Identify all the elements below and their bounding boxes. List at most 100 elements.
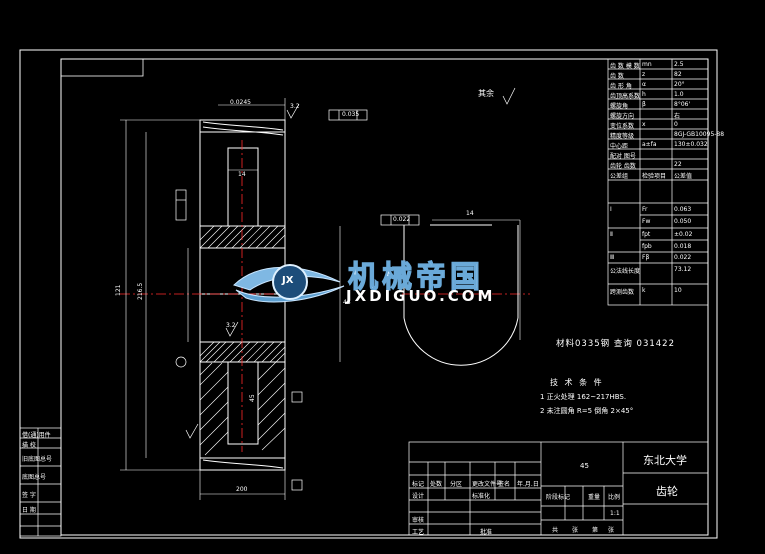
param-sym: α	[642, 81, 646, 88]
tb-label: 年.月.日	[517, 481, 539, 488]
param-val: 20°	[674, 81, 685, 88]
param-val: 1.0	[674, 91, 684, 98]
hatch	[199, 225, 286, 456]
tb-label: 设计	[412, 493, 425, 500]
param-label: 齿顶高系数	[610, 93, 641, 100]
param-label: 中心距	[610, 143, 629, 150]
param-val: 10	[674, 287, 682, 294]
tech-notes-title: 技 术 条 件	[550, 378, 604, 387]
material-line: 材料0335钢 查询 031422	[556, 339, 675, 349]
dim-mid-1: 43	[343, 299, 351, 306]
param-val: 2.5	[674, 61, 684, 68]
param-sym: Fβ	[642, 254, 650, 261]
param-label: 公法线长度	[610, 268, 641, 275]
tech-note-2: 2 未注圆角 R=5 倒角 2×45°	[540, 407, 634, 415]
tb-label: 张	[608, 527, 615, 534]
left-strip-item: 底图总号	[22, 474, 47, 481]
dimension-lines	[120, 98, 521, 500]
param-label: 精度等级	[610, 133, 635, 140]
param-label: 螺旋角	[610, 103, 629, 110]
tb-label: 签名	[498, 481, 511, 488]
param-sym: mn	[642, 61, 652, 68]
param-sym: Fw	[642, 218, 651, 225]
param-sym: a±fa	[642, 141, 657, 148]
dim-bottom-width: 200	[236, 486, 248, 493]
param-sym: z	[642, 71, 646, 78]
param-val: 0	[674, 121, 678, 128]
tb-label: 工艺	[412, 529, 425, 536]
roughness-label-2: 3.2	[226, 322, 236, 329]
param-sym: fpt	[642, 231, 651, 238]
param-val: 22	[674, 161, 682, 168]
param-label: 齿 形 角	[610, 83, 632, 90]
gdt-value-2: 0.022	[393, 216, 411, 223]
part-name: 齿轮	[656, 485, 678, 498]
title-block-grid	[408, 441, 709, 536]
param-val: 0.050	[674, 218, 692, 225]
param-label: Ⅱ	[610, 231, 613, 238]
param-val: 右	[674, 113, 681, 120]
tb-label: 比例	[608, 494, 621, 501]
tb-label: 处数	[430, 481, 443, 488]
watermark-logo	[233, 264, 345, 303]
tb-label: 第	[592, 527, 599, 534]
left-strip-item: 描 校	[22, 442, 36, 449]
param-val: 8°06'	[674, 101, 691, 108]
param-label: 螺旋方向	[610, 113, 635, 120]
roughness-symbols	[175, 87, 516, 439]
tb-scale: 1:1	[610, 510, 620, 517]
param-sym: h	[642, 91, 646, 98]
dim-top-tol: 0.0245	[230, 99, 251, 106]
param-label: 齿轮 齿数	[610, 163, 636, 170]
dim-small-right: 14	[466, 210, 474, 217]
param-val: 0.022	[674, 254, 692, 261]
left-strip-item: 日 期	[22, 507, 36, 514]
param-label: 变位系数	[610, 123, 635, 130]
param-sym: 检验项目	[642, 173, 667, 180]
dim-left-2: 216.5	[137, 282, 144, 300]
watermark-main: 机械帝国	[347, 259, 484, 295]
tb-label: 张	[572, 527, 579, 534]
tb-label: 标记	[412, 481, 425, 488]
tb-label: 批准	[480, 529, 493, 536]
left-strip-item: 签 字	[22, 492, 36, 499]
param-label: 公差组	[610, 173, 629, 180]
left-strip	[19, 427, 62, 537]
param-val: 0.063	[674, 206, 692, 213]
param-val: 8GJ-GB10095-88	[674, 131, 725, 138]
tb-label: 共	[552, 527, 559, 534]
tb-label: 更改文件号	[472, 481, 503, 488]
hub-circle-view	[403, 224, 519, 366]
param-val: 130±0.032	[674, 141, 708, 148]
param-label: 齿 数	[610, 73, 624, 80]
watermark-sub: JXDIGUO.COM	[346, 287, 496, 305]
rest-roughness-mark: 其余	[478, 89, 494, 98]
param-label: 齿 数 模 数	[610, 63, 640, 70]
tech-note-1: 1 正火处理 162~217HBS.	[540, 393, 627, 401]
tb-label: 重量	[588, 494, 601, 501]
center-lines	[120, 140, 530, 452]
param-label: 配对 图号	[610, 153, 636, 160]
param-val: 0.018	[674, 243, 692, 250]
tb-center-mark: 45	[580, 462, 589, 470]
param-val: 公差值	[674, 173, 693, 180]
dim-left-1: 121	[115, 284, 122, 296]
param-val: 73.12	[674, 266, 692, 273]
dim-hub-width: 45	[249, 394, 256, 402]
tb-label: 分区	[450, 481, 463, 488]
gdt-frames	[175, 109, 420, 491]
gdt-value-1: 0.035	[342, 111, 360, 118]
tb-label: 标准化	[472, 493, 491, 500]
param-val: 82	[674, 71, 682, 78]
left-strip-item: 借(通)用件	[22, 432, 51, 439]
param-sym: Fr	[642, 206, 648, 213]
param-table-grid	[607, 58, 709, 306]
left-strip-item: 旧底图总号	[22, 456, 53, 463]
param-sym: x	[642, 121, 646, 128]
param-sym: fpb	[642, 243, 652, 250]
sheet-border	[19, 49, 718, 539]
param-label: 跨测齿数	[610, 289, 635, 296]
tb-label: 阶段标记	[546, 494, 571, 501]
